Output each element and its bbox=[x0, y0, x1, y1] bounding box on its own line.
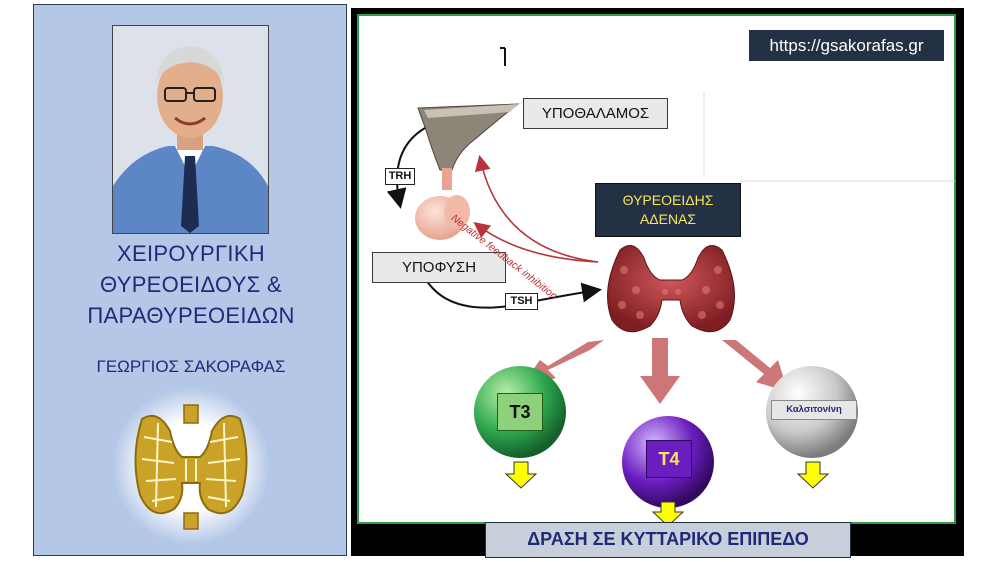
pituitary-label: ΥΠΟΦΥΣΗ bbox=[372, 252, 506, 283]
thyroid-gland-label: ΘΥΡΕΟΕΙΔΗΣ ΑΔΕΝΑΣ bbox=[595, 183, 741, 237]
pituitary-gland-icon bbox=[415, 168, 470, 240]
yellow-arrow-t4 bbox=[651, 501, 685, 527]
thyroid-label-line-2: ΑΔΕΝΑΣ bbox=[639, 211, 697, 227]
left-panel: ΧΕΙΡΟΥΡΓΙΚΗ ΘΥΡΕΟΕΙΔΟΥΣ & ΠΑΡΑΘΥΡΕΟΕΙΔΩΝ… bbox=[33, 4, 347, 556]
title-line-2: ΘΥΡΕΟΕΙΔΟΥΣ & bbox=[100, 272, 282, 297]
thyroid-gland-icon bbox=[607, 245, 735, 333]
thyroid-label-line-1: ΘΥΡΕΟΕΙΔΗΣ bbox=[622, 192, 714, 208]
calcitonin-label: Καλσιτονίνη bbox=[771, 400, 857, 420]
website-url[interactable]: https://gsakorafas.gr bbox=[749, 30, 944, 61]
title-line-1: ΧΕΙΡΟΥΡΓΙΚΗ bbox=[117, 241, 265, 266]
hypothalamus-illustration bbox=[417, 103, 520, 171]
t3-label: T3 bbox=[497, 393, 543, 431]
trh-tag: TRH bbox=[385, 168, 415, 185]
thyroid-logo-icon bbox=[112, 387, 270, 545]
title-line-3: ΠΑΡΑΘΥΡΕΟΕΙΔΩΝ bbox=[87, 303, 295, 328]
author-name: ΓΕΩΡΓΙΟΣ ΣΑΚΟΡΑΦΑΣ bbox=[96, 357, 286, 376]
t4-label: T4 bbox=[646, 440, 692, 478]
portrait-photo bbox=[112, 25, 269, 234]
hypothalamus-label: ΥΠΟΘΑΛΑΜΟΣ bbox=[523, 98, 668, 129]
yellow-arrow-calcitonin bbox=[796, 461, 830, 489]
tsh-tag: TSH bbox=[505, 293, 538, 310]
yellow-arrow-t3 bbox=[504, 461, 538, 489]
cellular-action-box: ΔΡΑΣΗ ΣΕ ΚΥΤΤΑΡΙΚΟ ΕΠΙΠΕΔΟ bbox=[485, 522, 851, 558]
